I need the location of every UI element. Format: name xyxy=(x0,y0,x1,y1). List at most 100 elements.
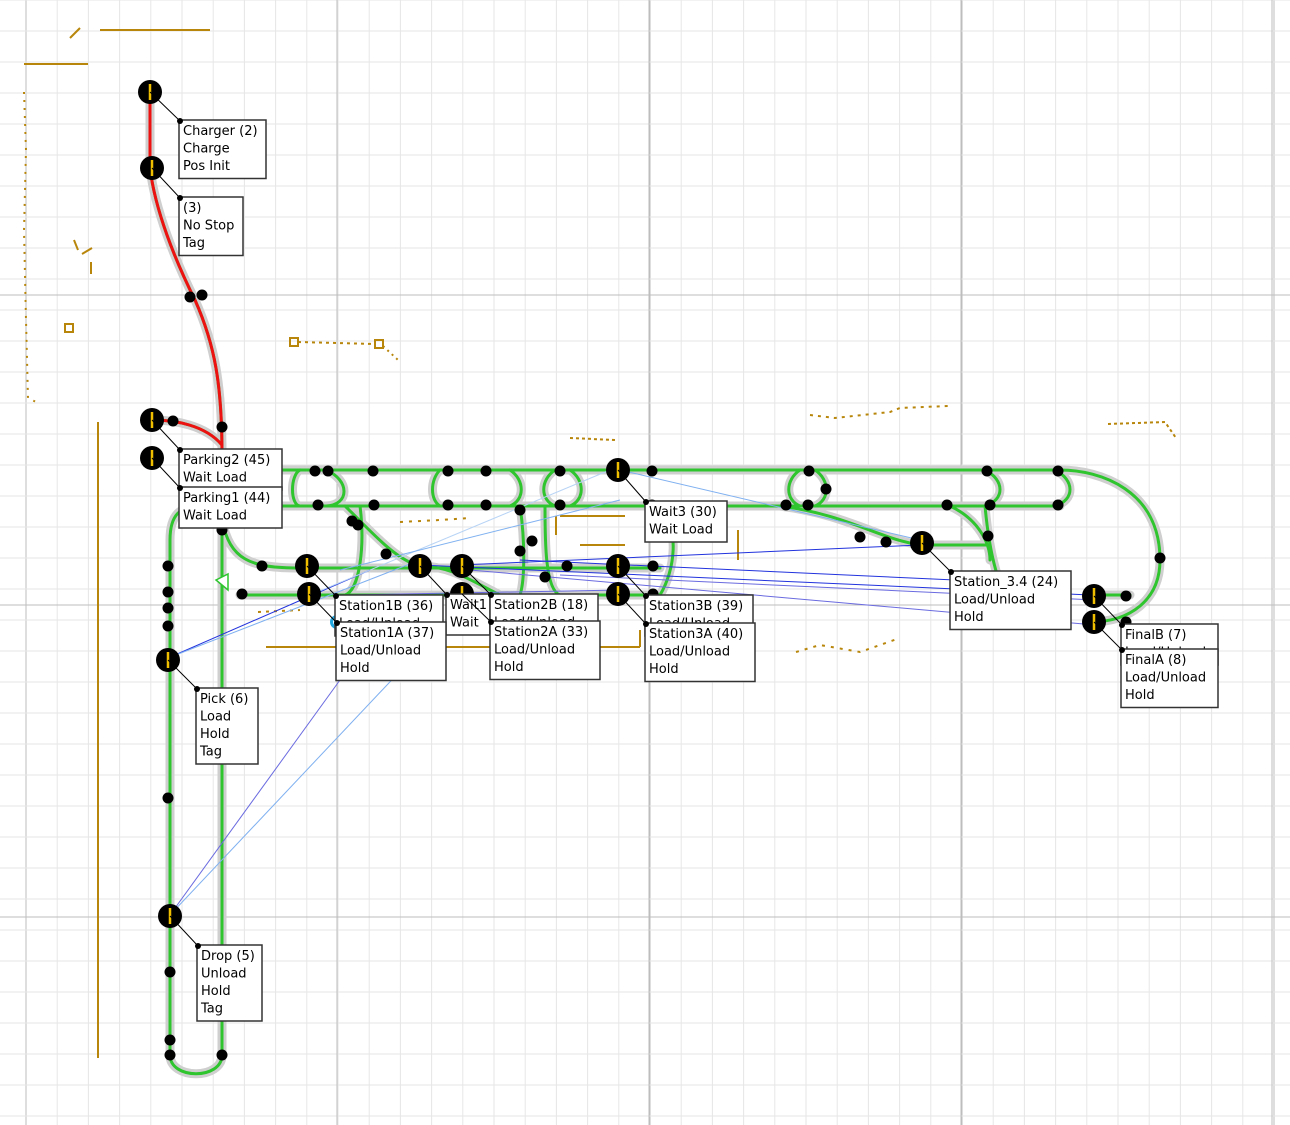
track-node[interactable] xyxy=(164,1034,176,1046)
track-node[interactable] xyxy=(368,499,380,511)
station-label-line: Hold xyxy=(200,727,230,742)
station-label-line: Station3B (39) xyxy=(649,599,743,614)
track-node[interactable] xyxy=(442,465,454,477)
track-node[interactable] xyxy=(164,966,176,978)
track-node[interactable] xyxy=(322,465,334,477)
track-node[interactable] xyxy=(162,602,174,614)
station-label-line: Station3A (40) xyxy=(649,627,743,642)
track-node[interactable] xyxy=(380,548,392,560)
station-label-parking2[interactable]: Parking2 (45)Wait Load xyxy=(151,419,283,491)
track-node[interactable] xyxy=(256,560,268,572)
track-node[interactable] xyxy=(162,792,174,804)
station-label-line: (3) xyxy=(183,201,201,216)
station-label-line: Station1A (37) xyxy=(340,626,434,641)
station-label-line: Parking1 (44) xyxy=(183,491,270,506)
track-node[interactable] xyxy=(164,1049,176,1061)
station-label-line: Load/Unload xyxy=(649,645,730,660)
station-label-line: Hold xyxy=(1125,688,1155,703)
station-label-line: Load/Unload xyxy=(340,644,421,659)
station-label-line: Pos Init xyxy=(183,159,230,174)
direction-arrow xyxy=(214,572,229,592)
station-label-line: Charger (2) xyxy=(183,124,258,139)
station-label-line: Load/Unload xyxy=(1125,671,1206,686)
station-label-line: FinalB (7) xyxy=(1125,628,1186,643)
track-node[interactable] xyxy=(981,465,993,477)
station-label-line: Station2A (33) xyxy=(494,625,588,640)
track-node[interactable] xyxy=(880,536,892,548)
track-node[interactable] xyxy=(526,535,538,547)
track-node[interactable] xyxy=(1052,499,1064,511)
track-node[interactable] xyxy=(367,465,379,477)
station-label-line: Hold xyxy=(340,661,370,676)
station-label-line: FinalA (8) xyxy=(1125,653,1186,668)
track-node[interactable] xyxy=(167,415,179,427)
track-node[interactable] xyxy=(162,560,174,572)
station-label-line: Wait Load xyxy=(649,523,713,538)
track-node[interactable] xyxy=(309,465,321,477)
track-node[interactable] xyxy=(216,421,228,433)
track-node[interactable] xyxy=(1120,590,1132,602)
station-label-line: Hold xyxy=(201,984,231,999)
station-label-line: No Stop xyxy=(183,219,234,234)
track-node[interactable] xyxy=(352,519,364,531)
station-label-wait3[interactable]: Wait3 (30) Wait Load xyxy=(617,469,728,543)
track-node[interactable] xyxy=(236,588,248,600)
track-node[interactable] xyxy=(514,545,526,557)
track-node[interactable] xyxy=(554,465,566,477)
track-node[interactable] xyxy=(162,620,174,632)
station-label-line: Station_3.4 (24) xyxy=(954,575,1058,590)
station-label-line: Pick (6) xyxy=(200,692,248,707)
track-node[interactable] xyxy=(646,465,658,477)
track-node[interactable] xyxy=(820,483,832,495)
station-label-line: Wait3 (30) xyxy=(649,505,717,520)
track-node[interactable] xyxy=(162,586,174,598)
track-node[interactable] xyxy=(480,465,492,477)
station-label-line: Load/Unload xyxy=(954,593,1035,608)
station-label-line: Wait Load xyxy=(183,509,247,524)
track-node[interactable] xyxy=(442,499,454,511)
station-label-parking1[interactable]: Parking1 (44) Wait Load xyxy=(151,457,283,529)
track-node[interactable] xyxy=(982,530,994,542)
track-node[interactable] xyxy=(854,531,866,543)
station-label-line: Load/Unload xyxy=(494,643,575,658)
station-label-line: Tag xyxy=(182,236,205,251)
track-node[interactable] xyxy=(216,1049,228,1061)
track-node[interactable] xyxy=(802,499,814,511)
track-node[interactable] xyxy=(196,289,208,301)
track-node[interactable] xyxy=(647,560,659,572)
track-node[interactable] xyxy=(184,291,196,303)
station-label-line: Station2B (18) xyxy=(494,598,588,613)
track-node[interactable] xyxy=(941,499,953,511)
station-label-line: Hold xyxy=(954,610,984,625)
track-node[interactable] xyxy=(780,499,792,511)
track-node[interactable] xyxy=(554,499,566,511)
track-node[interactable] xyxy=(803,465,815,477)
track-node[interactable] xyxy=(1052,465,1064,477)
track-node[interactable] xyxy=(561,560,573,572)
track-node[interactable] xyxy=(1154,552,1166,564)
station-label-line: Wait Load xyxy=(183,471,247,486)
track-node[interactable] xyxy=(514,504,526,516)
station-label-line: Charge xyxy=(183,142,230,157)
track-node[interactable] xyxy=(480,499,492,511)
station-label-line: Station1B (36) xyxy=(339,599,433,614)
track-node[interactable] xyxy=(539,571,551,583)
station-label-line: Unload xyxy=(201,967,247,982)
station-label-line: Load xyxy=(200,710,231,725)
track-node[interactable] xyxy=(984,499,996,511)
station-label-line: Hold xyxy=(494,660,524,675)
track-node[interactable] xyxy=(312,499,324,511)
